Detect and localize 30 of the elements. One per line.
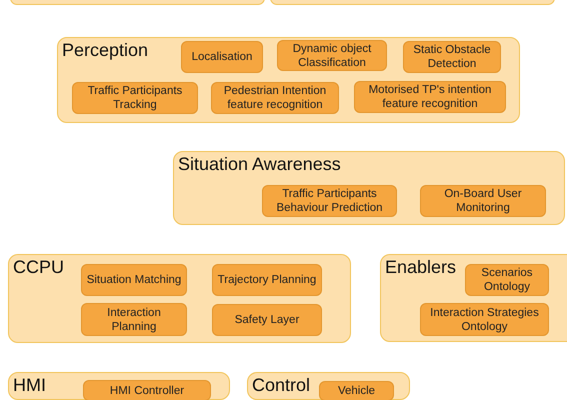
panel-title: Control — [252, 375, 310, 396]
module-panel — [173, 151, 565, 225]
module-panel — [380, 254, 567, 342]
function-box: Situation Matching — [81, 264, 187, 296]
module-panel — [8, 254, 351, 343]
panel-title: Situation Awareness — [178, 154, 341, 175]
function-box: HMI Controller — [83, 380, 211, 400]
function-box: On-Board User Monitoring — [420, 185, 546, 217]
function-box: Trajectory Planning — [212, 264, 322, 296]
panel-title: HMI — [13, 375, 46, 396]
module-panel — [10, 0, 265, 5]
panel-title: Perception — [62, 40, 148, 61]
function-box: Scenarios Ontology — [465, 264, 549, 296]
function-box: Motorised TP's intention feature recognition — [354, 81, 506, 113]
panel-title: CCPU — [13, 257, 64, 278]
function-box: Dynamic object Classification — [277, 40, 387, 71]
module-panel — [57, 37, 520, 123]
function-box: Pedestrian Intention feature recognition — [211, 82, 339, 114]
function-box: Traffic Participants Tracking — [72, 82, 198, 114]
function-box: Interaction Planning — [81, 303, 187, 336]
function-box: Traffic Participants Behaviour Prediction — [262, 185, 397, 217]
module-panel — [8, 372, 230, 400]
function-box: Vehicle — [319, 381, 394, 400]
function-box: Interaction Strategies Ontology — [420, 303, 549, 336]
panel-title: Enablers — [385, 257, 456, 278]
function-box: Localisation — [181, 41, 263, 73]
function-box: Static Obstacle Detection — [403, 41, 501, 73]
module-panel — [247, 372, 410, 400]
function-box: Safety Layer — [212, 304, 322, 336]
module-panel — [270, 0, 555, 5]
